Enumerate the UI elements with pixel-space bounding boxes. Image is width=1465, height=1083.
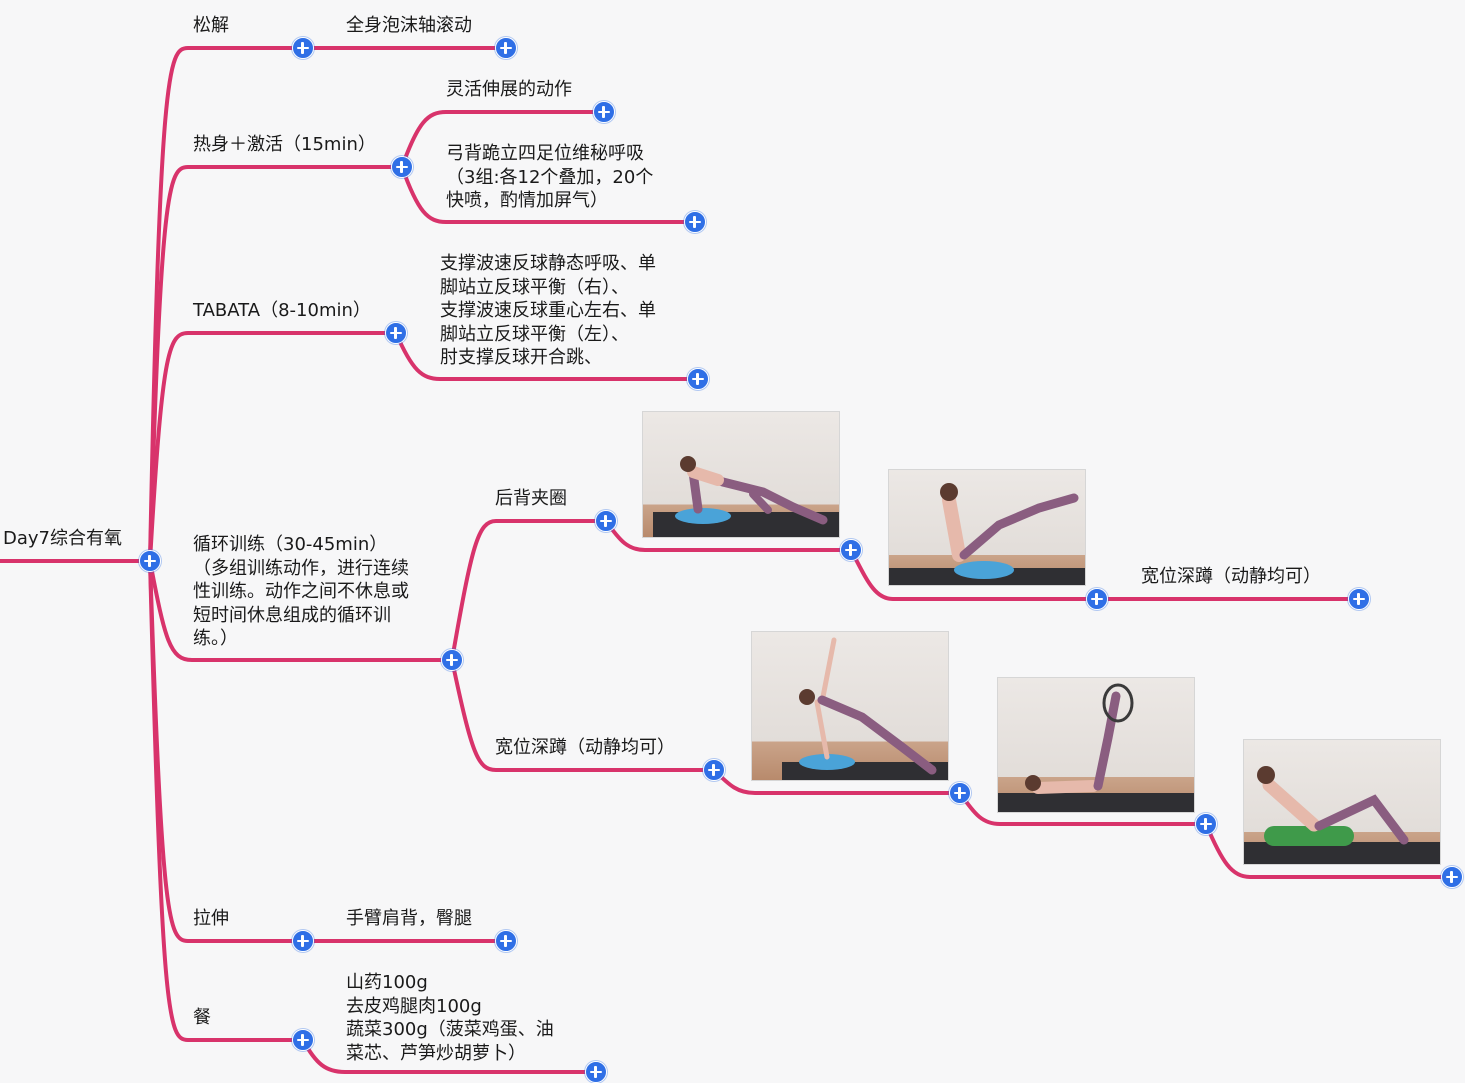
link-root-circuit (148, 559, 454, 662)
leaf-meal-line3: 蔬菜300g（菠菜鸡蛋、油 (346, 1019, 554, 1040)
leaf-bosu-exercises-line2: 脚站立反球平衡（右）、 (440, 276, 629, 298)
leaf-quadruped-breathing: 弓背跪立四足位维秘呼吸 （3组:各12个叠加，20个 快喷，酌情加屏气） (446, 142, 653, 213)
leaf-quadruped-breathing-line1: 弓背跪立四足位维秘呼吸 (446, 143, 644, 164)
circuit-expand-button[interactable] (440, 648, 463, 671)
arms-legs-expand-button[interactable] (494, 929, 517, 952)
back-ring-expand-button[interactable] (594, 509, 617, 532)
node-back-ring-squeeze: 后背夹圈 (495, 488, 567, 509)
branch-label-circuit: 循环训练（30-45min） （多组训练动作，进行连续 性训练。动作之间不休息或… (193, 533, 409, 651)
link-warmup-child1 (400, 110, 606, 169)
plank-photo-expand-button[interactable] (839, 538, 862, 561)
quadruped-expand-button[interactable] (683, 210, 706, 233)
side-plank-on-bosu-photo (751, 631, 949, 781)
leaf-meal-line4: 菜芯、芦笋炒胡萝卜） (346, 1042, 526, 1064)
leaf-flexibility-stretch: 灵活伸展的动作 (446, 79, 572, 100)
leaf-bosu-exercises-line5: 肘支撑反球开合跳、 (440, 347, 602, 368)
link-root-songjie (148, 46, 305, 563)
crunch-photo-expand-button[interactable] (1440, 865, 1463, 888)
node-wide-squat-b: 宽位深蹲（动静均可） (495, 737, 675, 758)
v-sit-photo-expand-button[interactable] (1085, 587, 1108, 610)
warmup-expand-button[interactable] (390, 155, 413, 178)
branch-label-tabata: TABATA（8-10min） (193, 300, 371, 321)
leaf-bosu-exercises-line4: 脚站立反球平衡（左）、 (440, 323, 629, 345)
link-tabata-child (394, 331, 700, 381)
link-root-warmup (148, 165, 404, 563)
branch-label-warmup: 热身＋激活（15min） (193, 134, 376, 155)
plank-on-bosu-photo (642, 411, 840, 538)
branch-label-songjie: 松解 (193, 15, 229, 36)
link-circuit-a (450, 519, 608, 662)
leaf-bosu-exercises: 支撑波速反球静态呼吸、单 脚站立反球平衡（右）、 支撑波速反球重心左右、单 脚站… (440, 252, 656, 370)
branch-label-circuit-line3: 性训练。动作之间不休息或 (193, 581, 409, 602)
branch-label-circuit-line2: （多组训练动作，进行连续 (193, 557, 409, 579)
root-label: Day7综合有氧 (3, 528, 122, 549)
wide-squat-a-expand-button[interactable] (1347, 587, 1370, 610)
leaf-meal-line2: 去皮鸡腿肉100g (346, 995, 482, 1017)
leaf-quadruped-breathing-line3: 快喷，酌情加屏气） (446, 190, 608, 211)
meal-expand-button[interactable] (291, 1028, 314, 1051)
link-circuit-b (450, 658, 716, 772)
node-wide-squat-a: 宽位深蹲（动静均可） (1141, 566, 1321, 587)
meal-items-expand-button[interactable] (584, 1060, 607, 1083)
branch-label-stretch: 拉伸 (193, 908, 229, 929)
stretch-expand-button[interactable] (291, 929, 314, 952)
branch-label-circuit-line1: 循环训练（30-45min） (193, 534, 388, 555)
leaf-arms-shoulders-legs: 手臂肩背，臀腿 (346, 908, 472, 929)
tabata-expand-button[interactable] (384, 321, 407, 344)
flexibility-expand-button[interactable] (592, 100, 615, 123)
branch-label-circuit-line4: 短时间休息组成的循环训 (193, 604, 391, 626)
root-expand-button[interactable] (138, 549, 161, 572)
foam-roller-expand-button[interactable] (494, 36, 517, 59)
leaf-bosu-exercises-line1: 支撑波速反球静态呼吸、单 (440, 253, 656, 274)
branch-label-meal: 餐 (193, 1007, 211, 1028)
wide-squat-b-expand-button[interactable] (702, 758, 725, 781)
link-root-tabata (148, 331, 398, 563)
leaf-quadruped-breathing-line2: （3组:各12个叠加，20个 (446, 166, 654, 188)
crunch-on-foam-roller-photo (1243, 739, 1441, 865)
leaf-bosu-exercises-line3: 支撑波速反球重心左右、单 (440, 300, 656, 321)
link-chain-b-3 (1204, 822, 1454, 879)
leg-raise-photo-expand-button[interactable] (1194, 812, 1217, 835)
leaf-meal-line1: 山药100g (346, 972, 428, 993)
link-warmup-child2 (400, 165, 697, 224)
bosu-exercises-expand-button[interactable] (686, 367, 709, 390)
leaf-meal-items: 山药100g 去皮鸡腿肉100g 蔬菜300g（菠菜鸡蛋、油 菜芯、芦笋炒胡萝卜… (346, 971, 554, 1065)
link-root-meal (148, 559, 305, 1042)
side-plank-photo-expand-button[interactable] (948, 781, 971, 804)
v-sit-on-bosu-photo (888, 469, 1086, 586)
leaf-foam-roller: 全身泡沫轴滚动 (346, 15, 472, 36)
leg-raise-with-ring-photo (997, 677, 1195, 813)
branch-label-circuit-line5: 练。） (193, 628, 238, 649)
songjie-expand-button[interactable] (291, 36, 314, 59)
